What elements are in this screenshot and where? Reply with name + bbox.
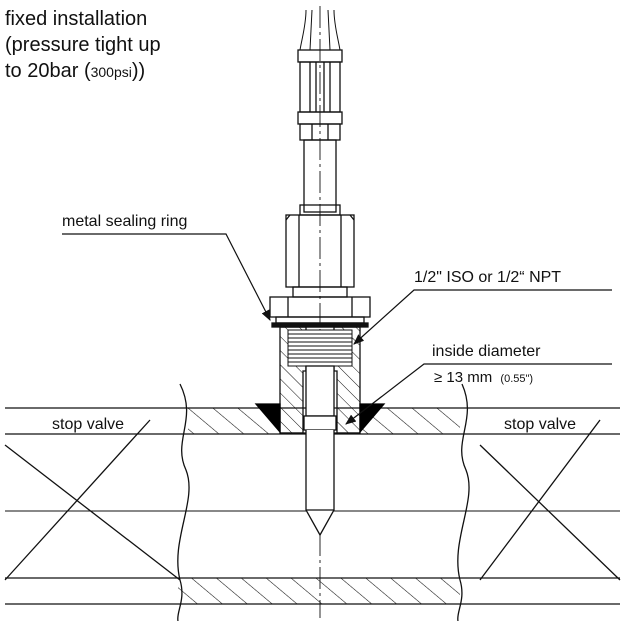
stop-valve-left-label: stop valve (52, 416, 124, 433)
compression-nut (285, 214, 355, 288)
title-line-2: (pressure tight up (5, 34, 161, 56)
thread (287, 329, 353, 367)
leader-lines (62, 233, 612, 425)
diameter-value-label: ≥ 13 mm (0.55") (434, 369, 533, 386)
diameter-value-sub: (0.55") (500, 373, 533, 385)
title-line-3-close: )) (131, 60, 146, 82)
stop-valve-left-symbol (4, 419, 181, 581)
thread-label: 1/2" ISO or 1/2“ NPT (414, 269, 561, 286)
title-line-1: fixed installation (5, 8, 148, 30)
pipe-break-lines (177, 383, 470, 621)
sensor-cable (299, 9, 341, 51)
title-line-3-sub: 300psi (90, 64, 132, 80)
stop-valve-right-label: stop valve (504, 416, 576, 433)
title-line-3: to 20bar (300psi)) (5, 58, 245, 85)
inside-diameter-label: inside diameter (432, 343, 541, 360)
installation-title: fixed installation (pressure tight up to… (5, 6, 245, 85)
sealing-ring-label: metal sealing ring (62, 213, 187, 230)
diameter-value: ≥ 13 mm (434, 369, 492, 386)
title-line-3-open: ( (78, 60, 91, 82)
title-line-3-main: to 20bar (5, 60, 79, 82)
stop-valve-right-symbol (479, 419, 621, 581)
weld-seams (254, 403, 386, 434)
pipe-bottom-wall (5, 577, 620, 605)
cable-gland (297, 49, 343, 141)
sensor-probe (303, 365, 337, 537)
pipe-top-wall (5, 407, 620, 435)
